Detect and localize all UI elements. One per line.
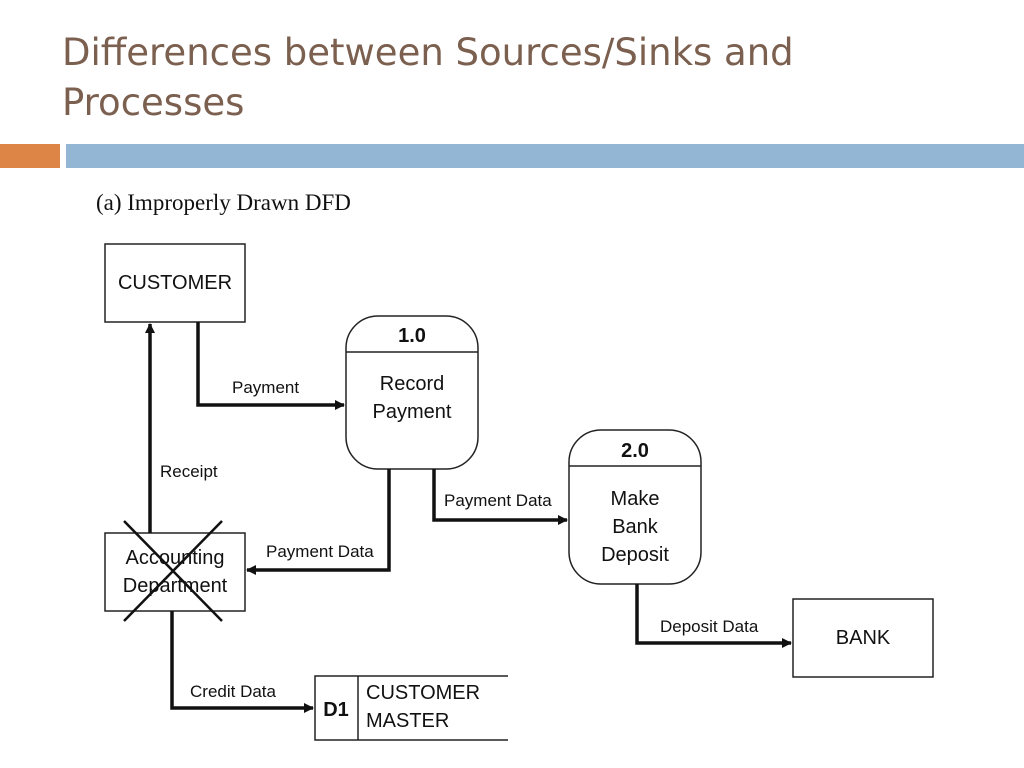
process-1-id: 1.0 — [398, 325, 426, 347]
entity-accounting-department: Accounting Department — [104, 520, 246, 622]
process-1-line2: Payment — [373, 401, 452, 423]
datastore-id: D1 — [323, 699, 349, 721]
entity-accounting-line1: Accounting — [126, 547, 225, 569]
datastore-line1: CUSTOMER — [366, 682, 480, 704]
process-2-id: 2.0 — [621, 440, 649, 462]
process-2-line1: Make — [611, 488, 660, 510]
flow-credit-data-label: Credit Data — [190, 682, 277, 701]
flow-payment-data-to-accounting-label: Payment Data — [266, 542, 374, 561]
flow-deposit-data-label: Deposit Data — [660, 617, 759, 636]
slide-title-line2: Processes — [62, 81, 245, 124]
datastore-customer-master: D1 CUSTOMER MASTER — [314, 675, 508, 741]
entity-customer-label: CUSTOMER — [118, 272, 232, 294]
cross-out-mark — [123, 520, 223, 622]
slide-title: Differences between Sources/Sinks and Pr… — [62, 28, 962, 128]
accent-bar-orange — [0, 144, 60, 168]
flow-credit-data: Credit Data — [170, 611, 314, 713]
entity-customer: CUSTOMER — [104, 243, 246, 323]
slide-title-line1: Differences between Sources/Sinks and — [62, 31, 794, 74]
process-1-line1: Record — [380, 373, 444, 395]
accent-bar-blue — [66, 144, 1024, 168]
flow-deposit-data: Deposit Data — [635, 584, 792, 648]
process-make-bank-deposit: 2.0 Make Bank Deposit — [568, 429, 702, 585]
flow-payment: Payment — [196, 322, 345, 410]
process-record-payment: 1.0 Record Payment — [345, 315, 479, 470]
diagram-caption: (a) Improperly Drawn DFD — [96, 190, 351, 215]
flow-payment-data-to-accounting: Payment Data — [246, 469, 391, 575]
entity-accounting-line2: Department — [123, 575, 228, 597]
flow-payment-data-to-deposit-label: Payment Data — [444, 491, 552, 510]
entity-bank-label: BANK — [836, 627, 891, 649]
datastore-line2: MASTER — [366, 710, 449, 732]
flow-receipt: Receipt — [145, 323, 218, 533]
process-2-line2: Bank — [612, 516, 659, 538]
flow-payment-label: Payment — [232, 378, 299, 397]
flow-payment-data-to-deposit: Payment Data — [432, 469, 568, 525]
process-2-line3: Deposit — [601, 544, 669, 566]
flow-receipt-label: Receipt — [160, 462, 218, 481]
entity-bank: BANK — [792, 598, 934, 678]
